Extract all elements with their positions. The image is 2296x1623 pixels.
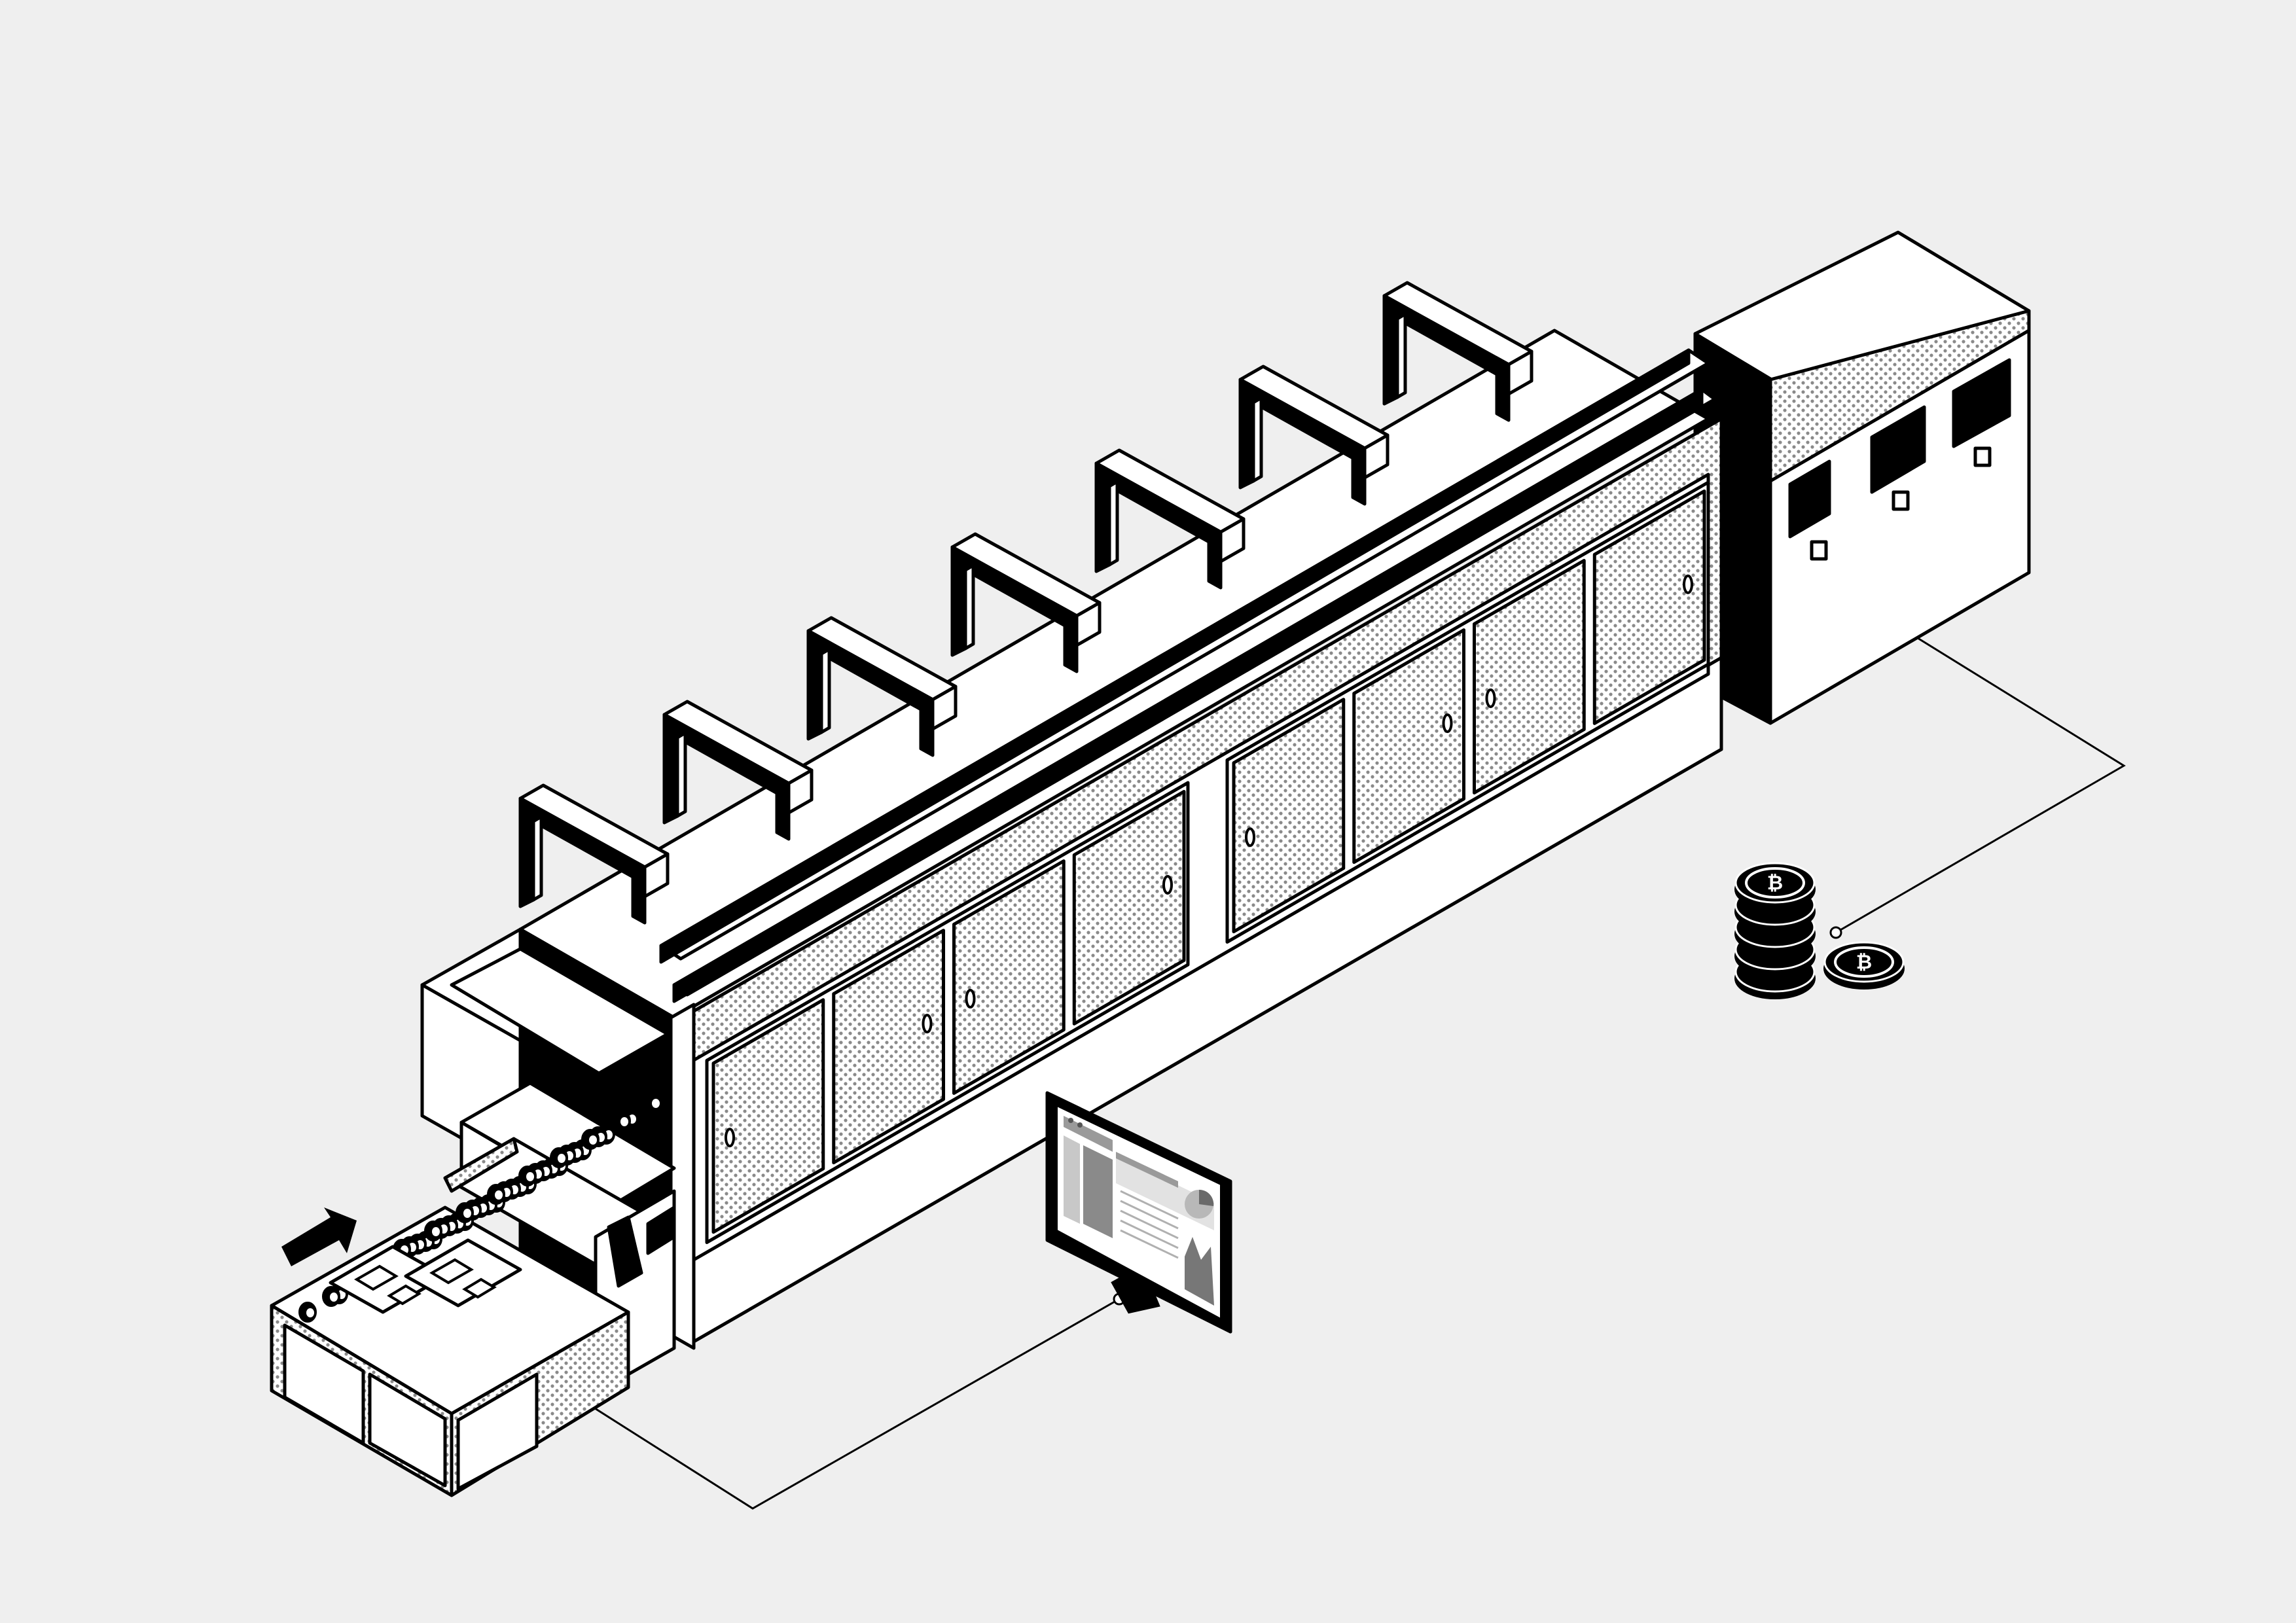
door-panel — [1352, 628, 1465, 865]
bitcoin-coin-stack-icon: ₿₿ — [1734, 862, 1905, 999]
gantry — [806, 616, 958, 757]
door-panel — [1592, 489, 1706, 725]
roller-conveyor-icon — [298, 1092, 662, 1323]
circuit-board — [329, 1245, 447, 1314]
gantry — [1094, 448, 1246, 590]
arrow-up-right-icon — [281, 1207, 357, 1266]
gantry — [1382, 281, 1534, 422]
coin: ₿ — [1734, 862, 1816, 910]
svg-text:₿: ₿ — [1856, 951, 1872, 974]
gantry — [662, 700, 814, 841]
input-conveyor — [270, 1081, 676, 1497]
gantry — [1238, 365, 1390, 506]
top-rails — [659, 348, 1717, 1003]
door-panels — [705, 480, 1710, 1244]
door-panel — [711, 998, 825, 1234]
connector-lines — [582, 637, 2126, 1510]
circuit-board — [404, 1238, 522, 1308]
gantry — [950, 532, 1102, 673]
display-window-1 — [1788, 459, 1831, 561]
gantry — [518, 783, 670, 925]
door-panel — [952, 859, 1066, 1095]
coin: ₿ — [1823, 941, 1905, 990]
display-window-2 — [1870, 405, 1926, 511]
door-panel — [1473, 559, 1586, 794]
dashboard-monitor-icon — [1045, 1091, 1232, 1334]
door-panel — [1072, 790, 1186, 1026]
door-panel — [832, 929, 945, 1165]
display-window-3 — [1952, 358, 2011, 467]
door-panel — [1232, 698, 1346, 934]
svg-text:₿: ₿ — [1767, 872, 1783, 895]
gantries — [518, 281, 1534, 925]
